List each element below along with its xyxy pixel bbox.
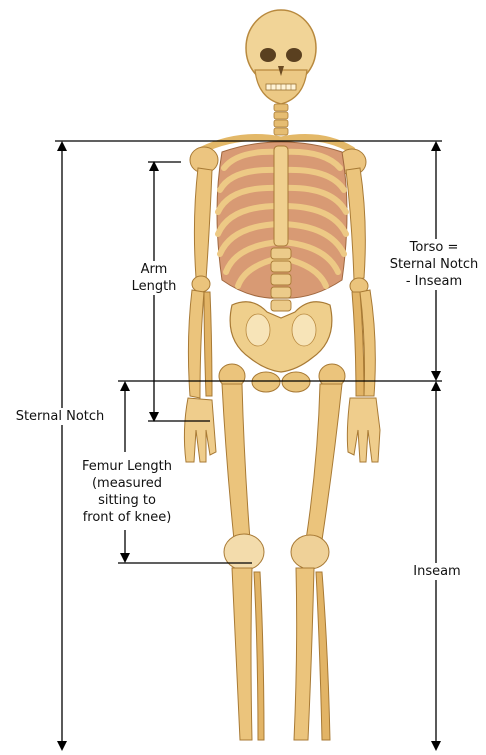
sternal-notch-label: Sternal Notch — [8, 408, 112, 425]
torso-label: Torso = Sternal Notch - Inseam — [382, 239, 486, 290]
femur-length-label: Femur Length (measured sitting to front … — [72, 458, 182, 526]
skull — [246, 10, 316, 104]
lumbar-spine — [271, 248, 291, 311]
legs — [219, 364, 345, 740]
arm-length-label: Arm Length — [124, 261, 184, 295]
cervical-spine — [274, 104, 288, 135]
inseam-label: Inseam — [404, 563, 470, 580]
skeleton-illustration — [184, 10, 380, 740]
pelvis — [230, 302, 332, 392]
